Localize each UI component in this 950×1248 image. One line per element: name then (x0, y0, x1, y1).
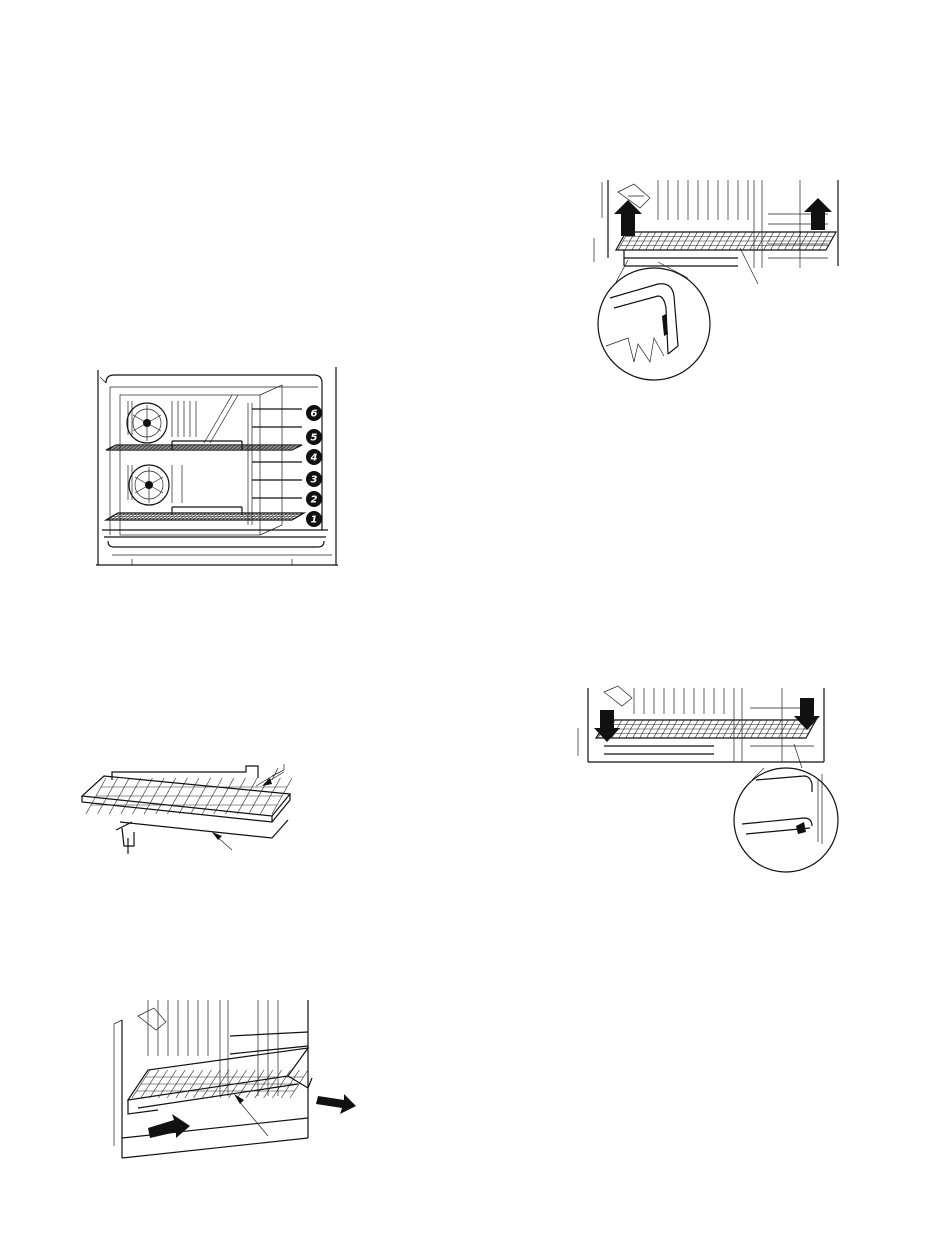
rack-with-runners-illustration (76, 758, 296, 858)
rack-lift-out-illustration (588, 178, 848, 378)
runners-pull-out-figure (108, 996, 358, 1166)
arrow-down-right-icon (794, 698, 820, 730)
callout-line-runner (238, 1100, 268, 1136)
rack-level-badge-1: 1 (306, 511, 322, 527)
oven-interior-illustration: 6 5 4 3 2 1 (92, 365, 352, 575)
rack-level-badge-3: 3 (306, 471, 322, 487)
rack-level-number: 6 (311, 409, 318, 420)
rack-with-runners-figure (76, 758, 296, 858)
upper-fan-icon (127, 403, 167, 443)
rack-level-number: 3 (311, 475, 318, 486)
lower-rack (106, 507, 304, 520)
rack-level-badge-2: 2 (306, 491, 322, 507)
oven-rack-positions-figure: 6 5 4 3 2 1 (92, 365, 352, 575)
rack-level-number: 1 (311, 515, 318, 526)
lower-fan-icon (129, 465, 169, 505)
rack-level-number: 2 (311, 495, 318, 506)
arrow-pull-left-icon (148, 1114, 190, 1138)
rack-lift-out-figure (588, 178, 848, 378)
arrow-down-left-icon (594, 710, 620, 742)
rack-level-badge-5: 5 (306, 429, 322, 445)
runners-pull-out-illustration (108, 996, 358, 1166)
rack-level-badge-6: 6 (306, 405, 322, 421)
detail-circle (734, 768, 838, 872)
rack-lower-in-figure (574, 684, 844, 874)
rack-level-badge-4: 4 (306, 449, 322, 465)
rack-level-number: 4 (310, 453, 318, 464)
rack-level-number: 5 (311, 433, 318, 444)
rack-lower-in-illustration (574, 684, 844, 874)
detail-circle (598, 268, 710, 380)
arrow-pull-right-icon (316, 1094, 356, 1114)
arrow-up-left-icon (614, 200, 642, 236)
